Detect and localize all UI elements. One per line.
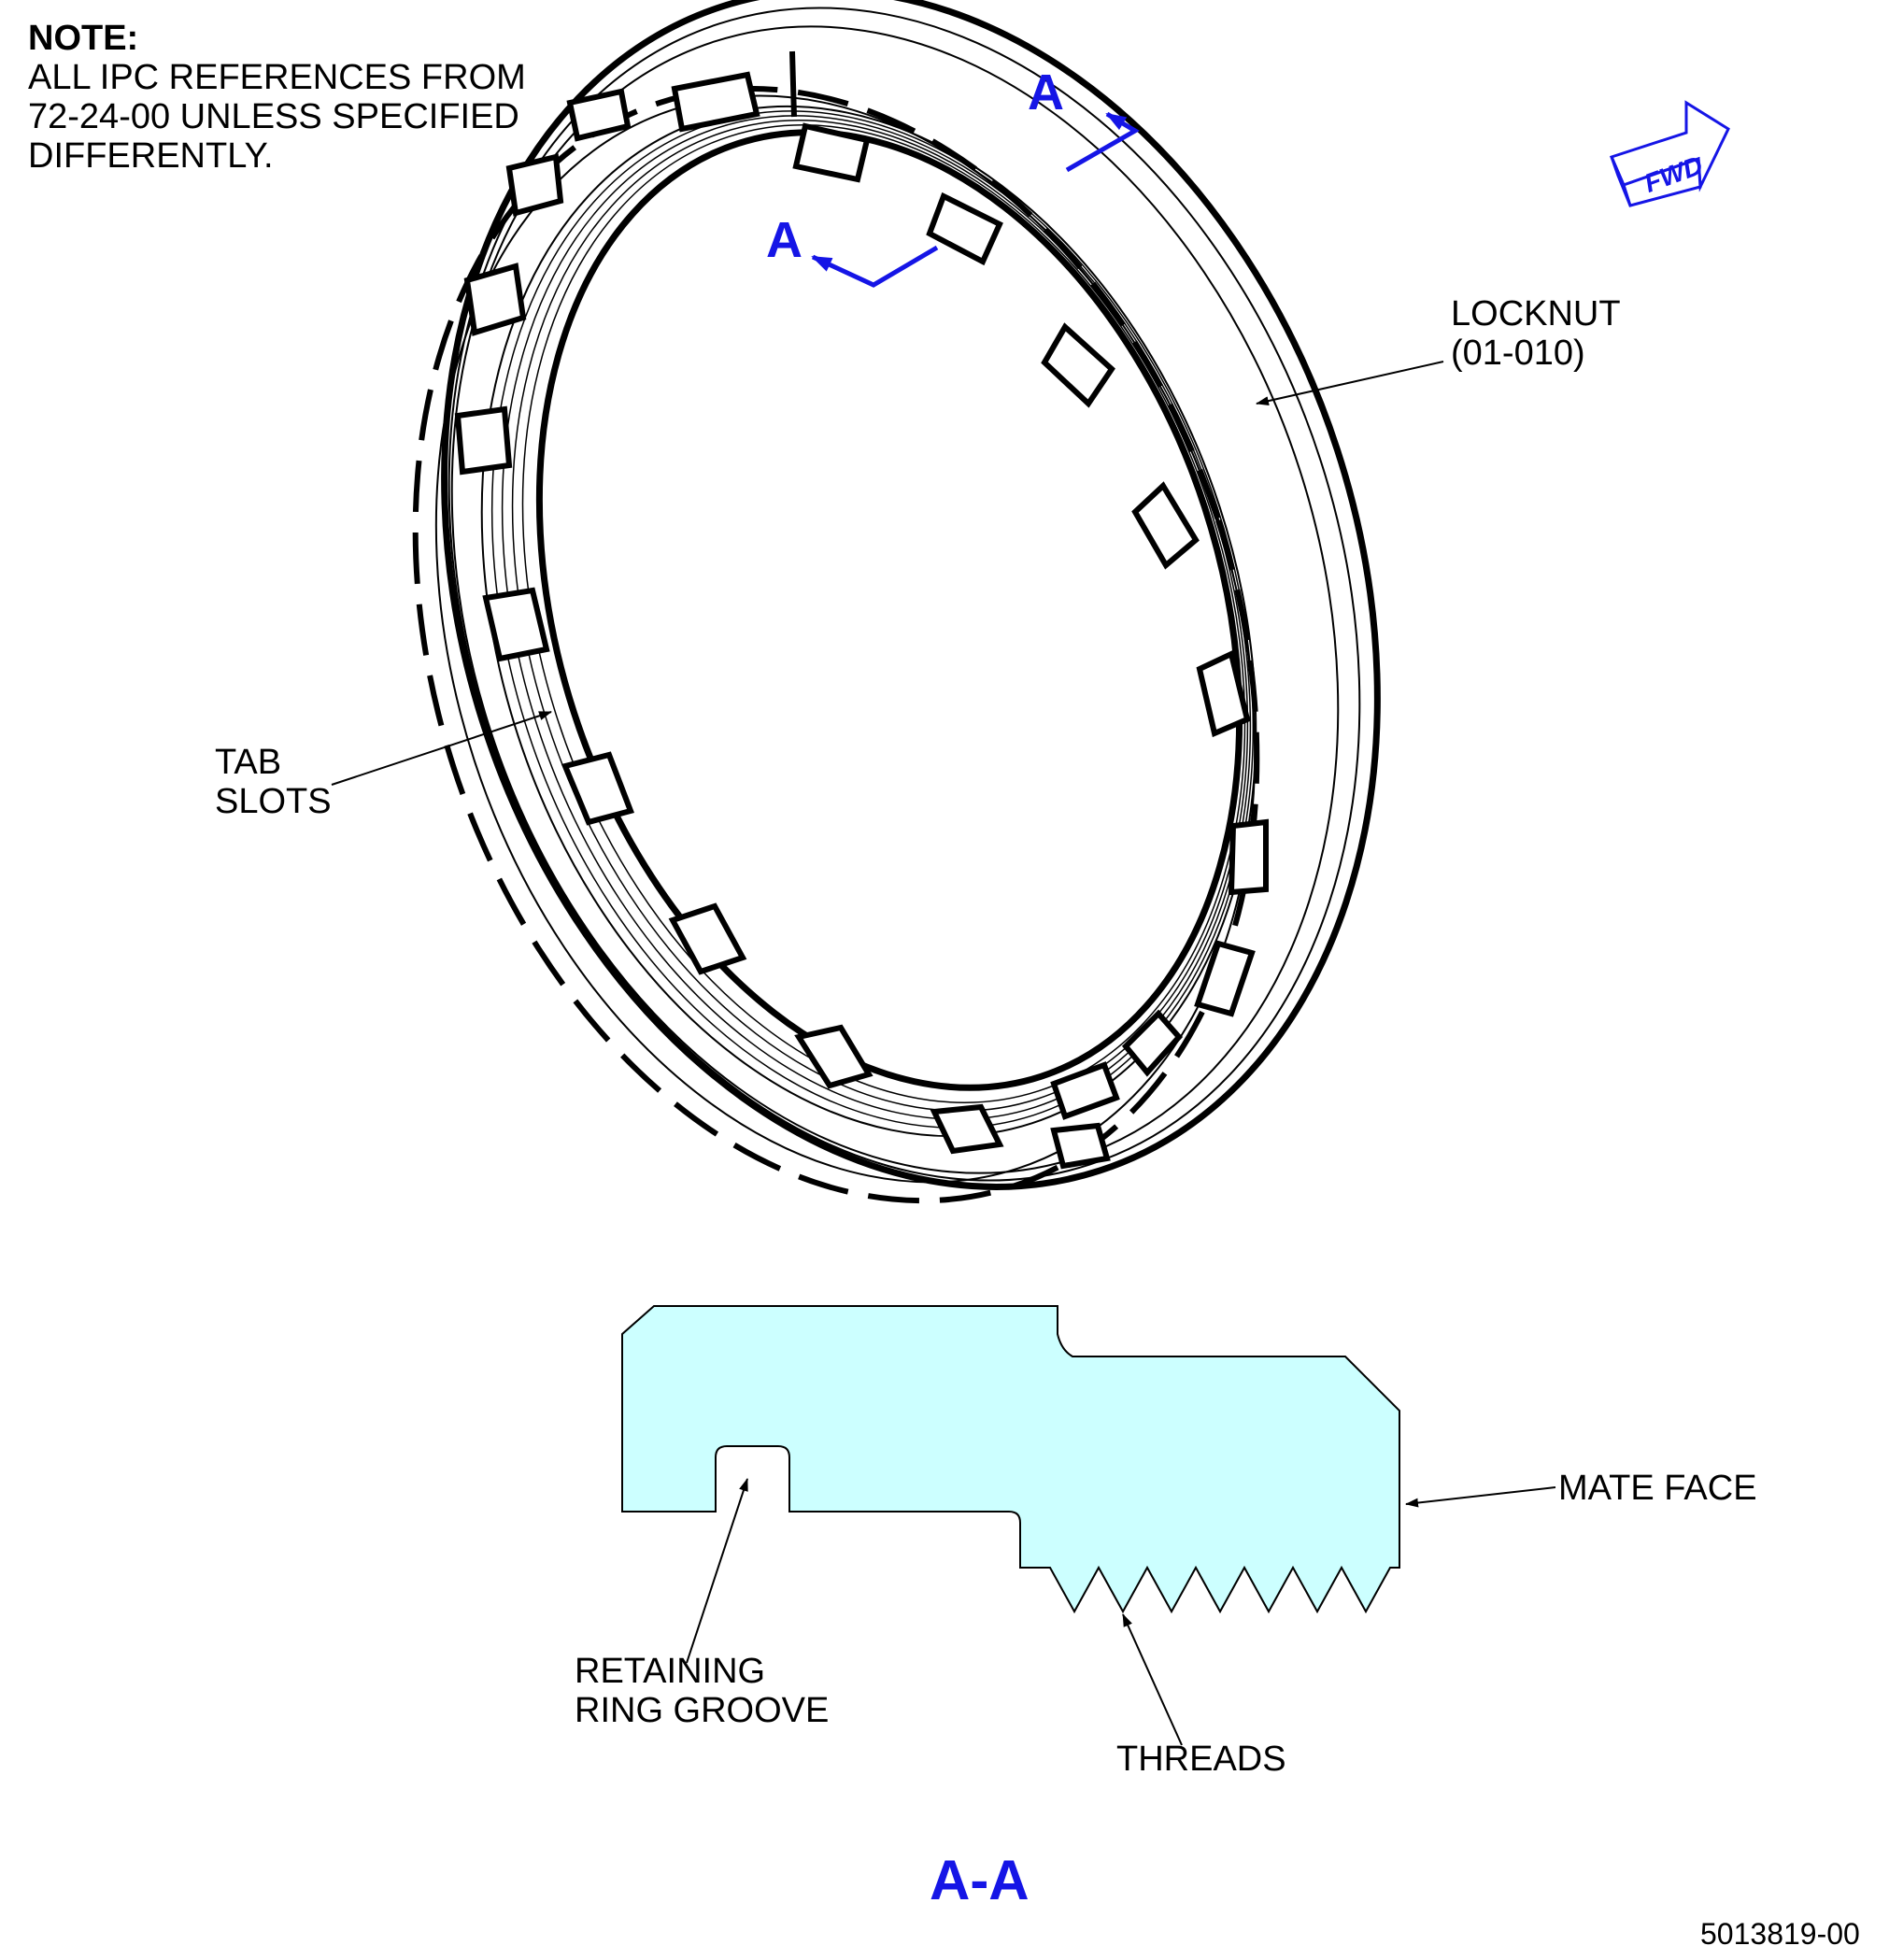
section-title: A-A — [930, 1849, 1030, 1911]
locknut-label-line-1: LOCKNUT — [1451, 294, 1621, 334]
cut-line — [789, 50, 797, 118]
tab-slot — [482, 587, 550, 662]
tab-slot — [792, 122, 871, 183]
note-line-1: ALL IPC REFERENCES FROM — [28, 58, 526, 97]
tab-slot — [671, 71, 760, 133]
retaining-ring-groove-label-line-1: RETAINING — [575, 1652, 766, 1691]
tab-slot — [505, 153, 564, 217]
section-marker-upper: A — [1028, 64, 1064, 121]
drawing-number: 5013819-00 — [1700, 1917, 1860, 1951]
threads-label: THREADS — [1116, 1740, 1286, 1779]
tab-slot — [1196, 649, 1251, 738]
section-profile — [621, 1305, 1400, 1614]
tab-slot — [1050, 1122, 1111, 1170]
fwd-arrow-icon: FWD — [1609, 100, 1730, 207]
retaining-ring-groove-label-line-2: RING GROOVE — [575, 1691, 830, 1730]
tab-slots-leader — [331, 711, 552, 786]
threads-leader — [1122, 1613, 1183, 1746]
tab-slot — [668, 902, 747, 975]
tab-slot — [463, 263, 527, 336]
tab-slot — [794, 1024, 873, 1089]
mate-face-label: MATE FACE — [1558, 1469, 1757, 1508]
locknut-label-line-2: (01-010) — [1451, 334, 1585, 373]
tab-slot — [1041, 322, 1115, 408]
tab-slots-label-line-1: TAB — [215, 743, 282, 782]
retaining-groove-leader — [686, 1478, 748, 1664]
note-line-2: 72-24-00 UNLESS SPECIFIED — [28, 97, 519, 136]
tab-slots-label-line-2: SLOTS — [215, 782, 332, 821]
tab-slot — [566, 88, 632, 142]
tab-slot — [1131, 481, 1200, 570]
section-indicator-lower — [811, 245, 939, 288]
tab-slot — [1228, 818, 1269, 896]
tab-slot — [454, 405, 513, 476]
tab-slot — [1194, 940, 1256, 1017]
tab-slot — [561, 751, 634, 826]
locknut-leader — [1256, 361, 1444, 406]
note-line-3: DIFFERENTLY. — [28, 136, 274, 176]
locknut-ring — [412, 0, 1381, 1204]
section-marker-lower: A — [766, 212, 802, 268]
mate-face-leader — [1405, 1486, 1556, 1508]
tab-slot — [926, 192, 1003, 266]
tab-slot — [930, 1103, 1004, 1155]
note-title: NOTE: — [28, 19, 139, 58]
section-indicator-upper — [1065, 111, 1140, 173]
tab-slot — [1121, 1009, 1184, 1077]
tab-slot — [1050, 1061, 1120, 1120]
tab-slot-blocks — [454, 71, 1269, 1170]
